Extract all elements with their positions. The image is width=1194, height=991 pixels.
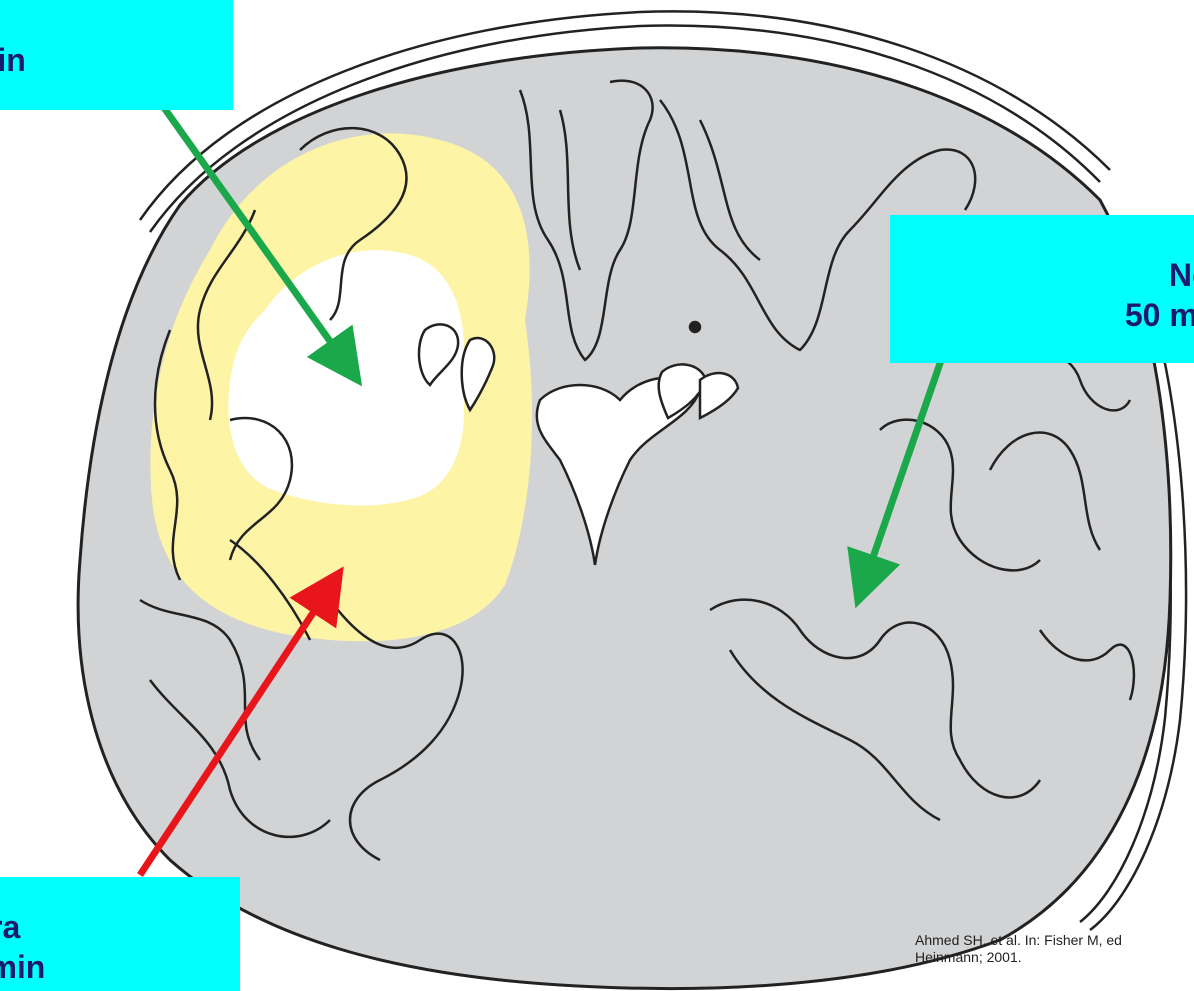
- penumbra-cbf-label-line1: ra: [0, 907, 240, 947]
- citation-line1: Ahmed SH, et al. In: Fisher M, ed: [915, 932, 1194, 949]
- normal-cbf-label-box: Nor 50 mL/1: [890, 215, 1194, 363]
- core-cbf-label-box: /min: [0, 0, 233, 110]
- citation-line2: Heinmann; 2001.: [915, 949, 1194, 966]
- normal-cbf-label-line1: Nor: [890, 255, 1194, 295]
- penumbra-cbf-label-line2: g/min: [0, 947, 240, 987]
- normal-cbf-label-line2: 50 mL/1: [890, 295, 1194, 335]
- citation-text: Ahmed SH, et al. In: Fisher M, ed Heinma…: [915, 932, 1194, 966]
- penumbra-cbf-label-box: ra g/min: [0, 877, 240, 991]
- core-cbf-label-line1: /min: [0, 40, 233, 80]
